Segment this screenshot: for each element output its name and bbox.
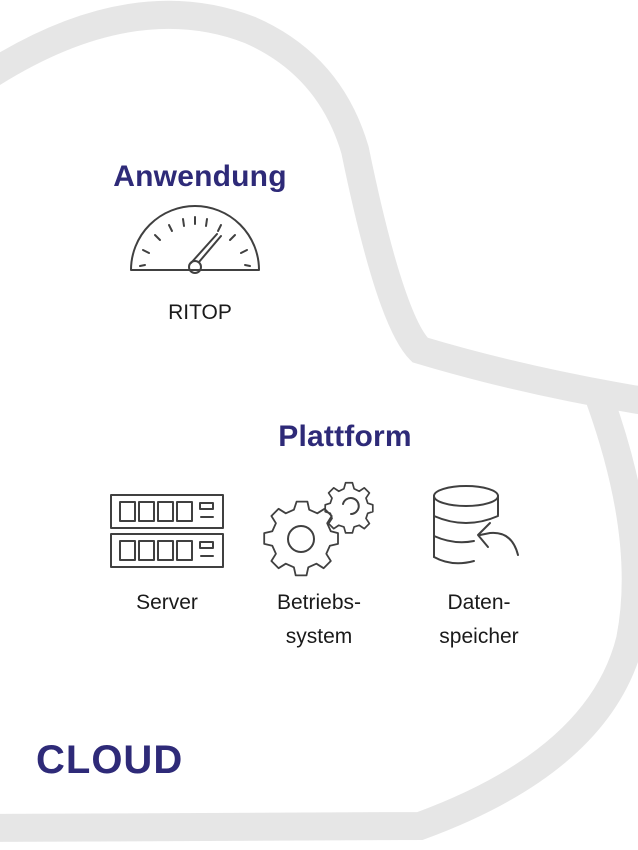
data-storage-label-line-1: Daten-	[447, 591, 511, 614]
gears-icon	[263, 481, 374, 577]
data-storage-label-line-2: speicher	[439, 625, 519, 648]
cloud-title: CLOUD	[36, 738, 184, 782]
speedometer-icon	[130, 205, 260, 274]
platform-heading: Plattform	[278, 420, 412, 453]
data-storage-label: Daten- speicher	[412, 586, 546, 654]
operating-system-label: Betriebs- system	[252, 586, 386, 654]
application-heading: Anwendung	[113, 160, 287, 193]
ritop-label: RITOP	[168, 301, 232, 324]
server-rack-icon	[110, 494, 224, 568]
database-icon	[433, 485, 519, 565]
server-label: Server	[100, 586, 234, 620]
server-label-line-1: Server	[136, 591, 198, 614]
operating-system-label-line-1: Betriebs-	[276, 591, 362, 614]
operating-system-label-line-2: system	[285, 625, 353, 648]
